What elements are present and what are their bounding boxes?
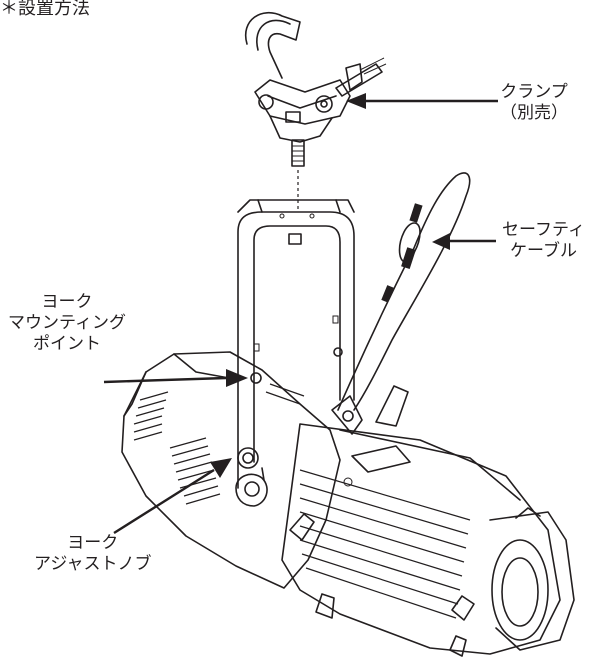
clamp-arrow (346, 93, 498, 109)
yoke-mounting-point-label: ヨーク マウンティング ポイント (8, 292, 126, 354)
safety-cable-drawing (337, 172, 471, 411)
yoke-adjust-knob-label: ヨーク アジャストノブ (34, 533, 152, 574)
safety-cable-arrow (432, 233, 496, 250)
page-title: ＊設置方法 (0, 0, 90, 19)
mounting-point-arrow (103, 369, 248, 387)
clamp-label: クランプ （別売） (500, 82, 568, 123)
safety-cable-label: セーフティ ケーブル (502, 220, 585, 261)
adjust-knob-arrow (113, 458, 232, 535)
clamp-drawing (244, 11, 387, 212)
fixture-body-drawing (121, 351, 575, 657)
yoke-drawing (235, 199, 355, 507)
